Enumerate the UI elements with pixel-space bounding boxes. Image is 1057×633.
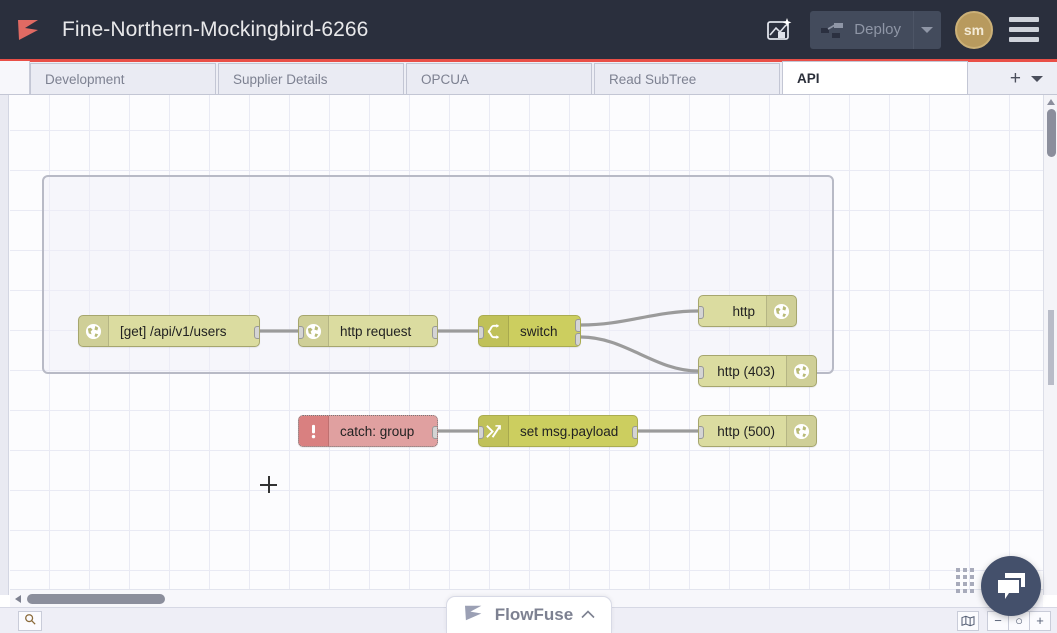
node-output-port[interactable]	[432, 326, 437, 339]
page-title: Fine-Northern-Mockingbird-6266	[62, 17, 369, 41]
globe-icon	[766, 296, 796, 326]
node-output-port[interactable]	[632, 426, 637, 439]
globe-icon	[786, 356, 816, 386]
node-input-port[interactable]	[479, 326, 484, 339]
node-label: catch: group	[340, 423, 415, 439]
tab-bar-actions: +	[999, 63, 1057, 94]
node-label: [get] /api/v1/users	[120, 323, 227, 339]
globe-icon	[79, 316, 109, 346]
node-change[interactable]: set msg.payload	[478, 415, 638, 447]
node-http-request[interactable]: http request	[298, 315, 438, 347]
tab-label: API	[797, 70, 820, 86]
zoom-in-icon[interactable]: +	[1029, 610, 1051, 631]
tab-opcua[interactable]: OPCUA	[406, 63, 592, 94]
palette-collapsed-strip[interactable]	[0, 95, 9, 595]
node-switch[interactable]: switch	[478, 315, 581, 347]
canvas-vertical-scrollbar[interactable]	[1043, 95, 1057, 595]
change-icon	[479, 416, 509, 446]
node-http-in[interactable]: [get] /api/v1/users	[78, 315, 260, 347]
flow-tab-bar: Development Supplier Details OPCUA Read …	[0, 61, 1057, 95]
tab-label: OPCUA	[421, 71, 470, 87]
flowfuse-panel-tab[interactable]: FlowFuse	[446, 596, 612, 633]
horizontal-scrollbar-thumb[interactable]	[27, 594, 165, 604]
node-input-port[interactable]	[699, 426, 704, 439]
node-input-port[interactable]	[479, 426, 484, 439]
flowfuse-logo-icon	[16, 17, 46, 43]
tab-label: Read SubTree	[609, 71, 697, 87]
vertical-scrollbar-secondary-thumb[interactable]	[1048, 310, 1054, 385]
scroll-left-arrow-icon[interactable]	[15, 595, 21, 603]
hamburger-menu-icon[interactable]	[1007, 13, 1041, 47]
chevron-up-icon[interactable]	[581, 606, 595, 624]
header-actions: Deploy sm	[762, 10, 1057, 49]
tab-supplier-details[interactable]: Supplier Details	[218, 63, 404, 94]
globe-icon	[786, 416, 816, 446]
deploy-button-label: Deploy	[854, 21, 901, 38]
alert-icon	[299, 416, 329, 446]
node-input-port[interactable]	[699, 306, 704, 319]
deploy-dropdown-chevron-down-icon[interactable]	[913, 10, 939, 49]
node-output-port-1[interactable]	[575, 319, 580, 332]
tab-label: Development	[45, 71, 125, 87]
node-input-port[interactable]	[299, 326, 304, 339]
node-output-port[interactable]	[254, 326, 259, 339]
tab-label: Supplier Details	[233, 71, 328, 87]
switch-icon	[479, 316, 509, 346]
canvas-crosshair-cursor	[260, 476, 277, 493]
node-catch[interactable]: catch: group	[298, 415, 438, 447]
panel-drag-handle[interactable]	[956, 568, 974, 593]
node-label: set msg.payload	[520, 423, 619, 439]
map-navigator-icon[interactable]	[957, 610, 979, 631]
flowfuse-logo-icon	[463, 603, 487, 628]
scroll-up-arrow-icon[interactable]	[1047, 99, 1055, 105]
app-header: Fine-Northern-Mockingbird-6266	[0, 0, 1057, 62]
node-output-port[interactable]	[432, 426, 437, 439]
node-label: http	[732, 303, 755, 319]
add-flow-plus-icon[interactable]: +	[1009, 68, 1021, 89]
tab-read-subtree[interactable]: Read SubTree	[594, 63, 780, 94]
tab-bar-gutter	[0, 61, 30, 94]
flow-workspace: [get] /api/v1/users http request	[0, 95, 1057, 595]
deploy-nodes-icon	[820, 20, 846, 40]
node-label: http request	[340, 323, 412, 339]
node-label: http (403)	[717, 363, 775, 379]
node-output-port-2[interactable]	[575, 333, 580, 346]
flowfuse-panel-label: FlowFuse	[494, 605, 574, 624]
chat-bubble-icon[interactable]	[981, 556, 1041, 616]
search-input[interactable]	[18, 610, 42, 631]
avatar[interactable]: sm	[955, 10, 993, 49]
node-input-port[interactable]	[699, 366, 704, 379]
vertical-scrollbar-thumb[interactable]	[1047, 109, 1056, 157]
node-http-response[interactable]: http	[698, 295, 797, 327]
tab-development[interactable]: Development	[30, 63, 216, 94]
tab-api[interactable]: API	[782, 61, 968, 94]
node-label: switch	[520, 323, 558, 339]
flow-canvas[interactable]: [get] /api/v1/users http request	[10, 95, 1043, 595]
canvas-view-controls: − ○ +	[949, 610, 1057, 631]
node-http-response-403[interactable]: http (403)	[698, 355, 817, 387]
ai-assistant-sparkle-icon[interactable]	[762, 13, 796, 47]
flow-list-chevron-down-icon[interactable]	[1031, 70, 1043, 88]
avatar-initials: sm	[963, 21, 985, 38]
node-http-response-500[interactable]: http (500)	[698, 415, 817, 447]
search-icon	[24, 612, 36, 630]
deploy-button[interactable]: Deploy	[810, 10, 941, 49]
node-label: http (500)	[717, 423, 775, 439]
globe-icon	[299, 316, 329, 346]
